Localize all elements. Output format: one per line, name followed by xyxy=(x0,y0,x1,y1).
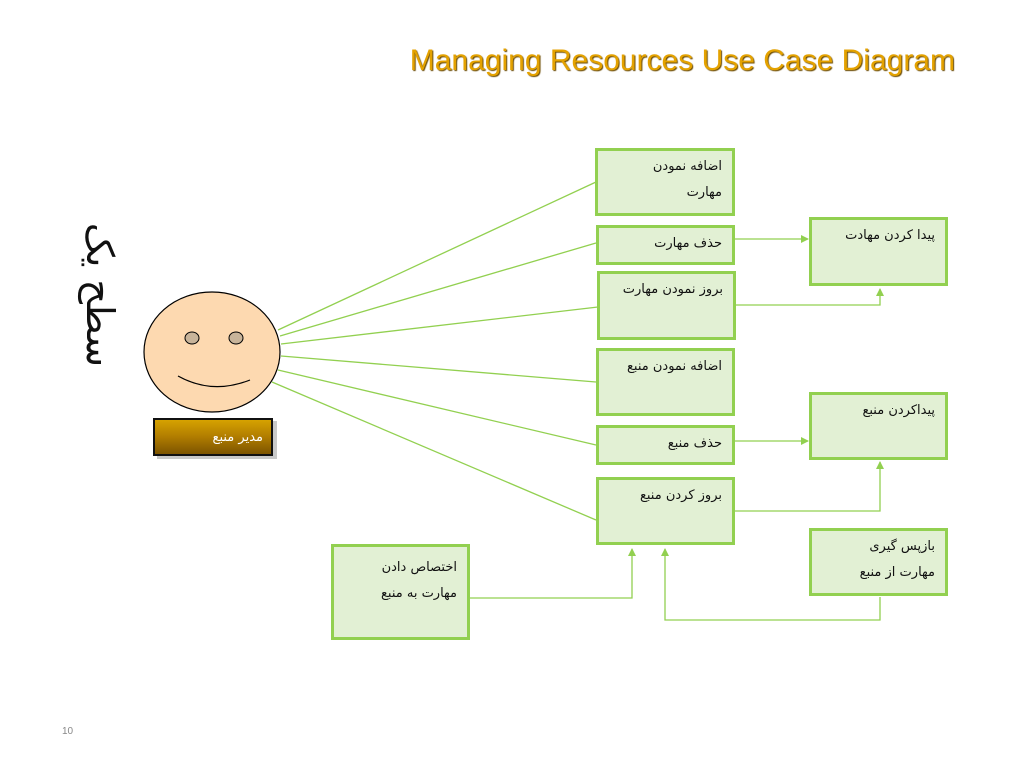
assoc-add-skill xyxy=(277,181,597,331)
conn-update-resource-to-find xyxy=(735,461,884,512)
actor-mouth xyxy=(177,375,251,388)
usecase-delete-resource: حذف منبع xyxy=(596,425,735,465)
actor-left-eye xyxy=(184,331,200,345)
usecase-update-resource: بروز کردن منبع xyxy=(596,477,735,545)
usecase-revoke-skill: بازپس گیری مهارت از منبع xyxy=(809,528,948,596)
actor-right-eye xyxy=(228,331,244,345)
conn-update-skill-to-find xyxy=(735,288,884,306)
include-connectors xyxy=(469,235,884,621)
assoc-update-skill xyxy=(280,306,599,345)
actor-face xyxy=(143,291,281,413)
usecase-add-skill: اضافه نمودن مهارت xyxy=(595,148,735,216)
usecase-add-resource: اضافه نمودن منبع xyxy=(596,348,735,416)
page-number: 10 xyxy=(62,726,74,737)
usecase-assign-skill: اختصاص دادن مهارت به منبع xyxy=(331,544,470,640)
assoc-update-resource xyxy=(271,381,597,521)
assoc-delete-resource xyxy=(277,369,597,446)
page-title: Managing Resources Use Case Diagram xyxy=(409,44,955,77)
actor-figure xyxy=(143,291,281,413)
usecase-update-skill: بروز نمودن مهارت xyxy=(597,271,736,340)
conn-revoke-to-update xyxy=(661,548,881,621)
usecase-find-resource: پیداکردن منبع xyxy=(809,392,948,460)
usecase-delete-skill: حذف مهارت xyxy=(596,225,735,265)
conn-assign-to-update xyxy=(469,548,636,599)
usecase-find-skill: پیدا کردن مهادت xyxy=(809,217,948,286)
association-lines xyxy=(271,181,599,521)
assoc-delete-skill xyxy=(279,242,597,337)
actor-label: مدیر منبع xyxy=(153,418,273,456)
assoc-add-resource xyxy=(280,355,597,383)
